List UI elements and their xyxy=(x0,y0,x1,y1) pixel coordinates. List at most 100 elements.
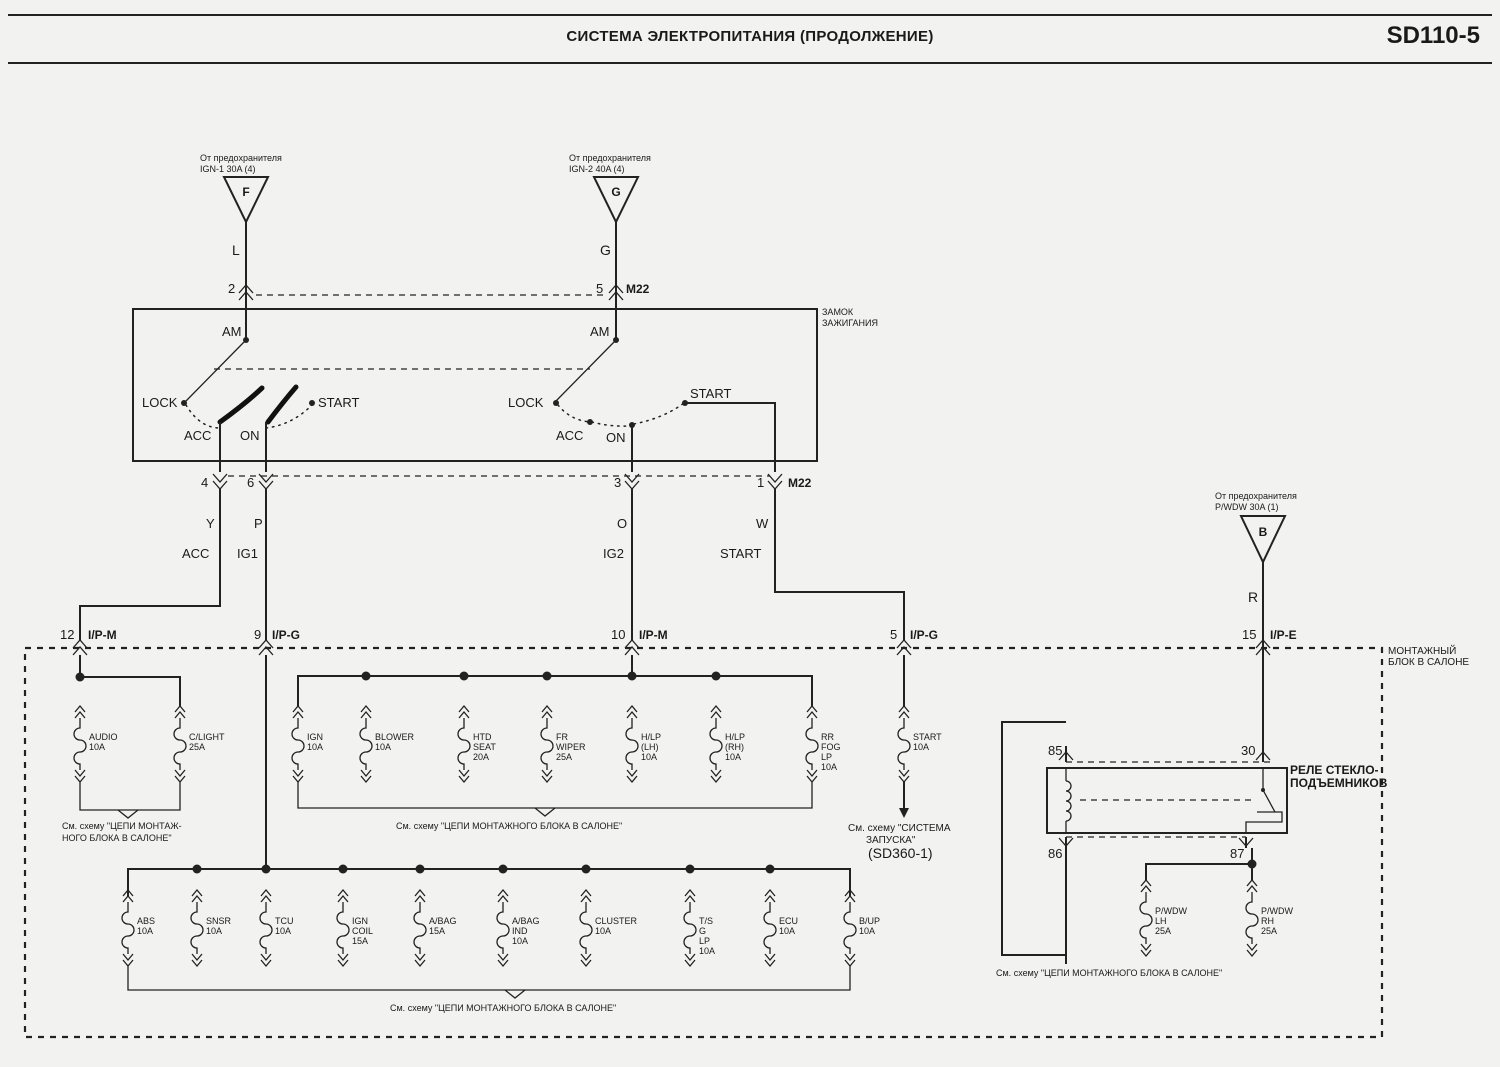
splice-dot xyxy=(627,671,637,681)
splice-dot xyxy=(765,864,775,874)
source-f-triangle xyxy=(222,176,270,225)
fuse-rating: 10A xyxy=(137,926,153,936)
ignition-switch-name-2: ЗАЖИГАНИЯ xyxy=(822,318,878,328)
fuse-name: IND xyxy=(512,926,528,936)
fuse-rating: 10A xyxy=(307,742,323,752)
fuse-name: HTD xyxy=(473,732,492,742)
fuse-rating: 25A xyxy=(556,752,572,762)
fuse-name: IGN xyxy=(352,916,368,926)
jb-conn-ipg-1: I/P-G xyxy=(272,628,300,642)
fuse-name: RH xyxy=(1261,916,1274,926)
splice-dot xyxy=(192,864,202,874)
junction-block-name-1: МОНТАЖНЫЙ xyxy=(1388,644,1456,657)
splice-dot xyxy=(711,671,721,681)
fuse-name: B/UP xyxy=(859,916,880,926)
fuse-name: RR xyxy=(821,732,834,742)
fuse-name: (RH) xyxy=(725,742,744,752)
jb-conn-ipm-2: I/P-M xyxy=(639,628,668,642)
fuse-rating: 10A xyxy=(821,762,837,772)
fuse-name: SNSR xyxy=(206,916,232,926)
fuse-rating: 25A xyxy=(1155,926,1171,936)
diagram-code: SD110-5 xyxy=(1386,22,1480,49)
splice-dot xyxy=(685,864,695,874)
fuse-name: SEAT xyxy=(473,742,496,752)
connector-m22-bottom-label: M22 xyxy=(788,476,812,490)
jb-pin-10: 10 xyxy=(611,627,625,642)
source-b-triangle xyxy=(1239,515,1287,565)
fuse-rating: 10A xyxy=(512,936,528,946)
source-g-caption: От предохранителя xyxy=(569,153,651,163)
note-ig2: См. схему "ЦЕПИ МОНТАЖНОГО БЛОКА В САЛОН… xyxy=(396,821,622,831)
source-b-caption: От предохранителя xyxy=(1215,491,1297,501)
power-window-relay: 85 30 86 87 РЕЛЕ СТЕКЛО- ПОДЪЕМНИКОВ xyxy=(1001,721,1388,964)
fuse: H/LP(RH)10A xyxy=(709,704,745,784)
fuse-name: BLOWER xyxy=(375,732,415,742)
circuit-ig2-label: IG2 xyxy=(603,546,624,561)
note-ig1: См. схему "ЦЕПИ МОНТАЖНОГО БЛОКА В САЛОН… xyxy=(390,1003,616,1013)
pin-6-label: 6 xyxy=(247,475,254,490)
fuse-name: TCU xyxy=(275,916,294,926)
fuse-rating: 25A xyxy=(189,742,205,752)
left-start-label: START xyxy=(318,395,359,410)
fuse-rating: 10A xyxy=(725,752,741,762)
fuse-rating: 20A xyxy=(473,752,489,762)
right-lock-label: LOCK xyxy=(508,395,544,410)
left-am-label: AM xyxy=(222,324,242,339)
jb-conn-ipe: I/P-E xyxy=(1270,628,1297,642)
junction-block-border xyxy=(23,646,1384,1039)
fuse-rating: 10A xyxy=(595,926,611,936)
fuse-rating: 15A xyxy=(352,936,368,946)
pin-1-label: 1 xyxy=(757,475,764,490)
note-acc-line2: НОГО БЛОКА В САЛОНЕ" xyxy=(62,833,172,843)
fuse-name: FOG xyxy=(821,742,841,752)
connector-m22-bottom: 4 6 3 1 M22 xyxy=(201,473,812,490)
fuse-rating: 10A xyxy=(641,752,657,762)
fuse-name: H/LP xyxy=(725,732,745,742)
fuse-name: P/WDW xyxy=(1261,906,1293,916)
fuse-name: A/BAG xyxy=(429,916,457,926)
wire-color-p: P xyxy=(254,516,263,531)
fuse-name: ECU xyxy=(779,916,798,926)
fuse-rating: 10A xyxy=(699,946,715,956)
fuse-group-ig2: IGN10ABLOWER10AHTDSEAT20AFRWIPER25AH/LP(… xyxy=(291,704,841,784)
splice-dot xyxy=(338,864,348,874)
left-on-label: ON xyxy=(240,428,260,443)
fuse-rating: 25A xyxy=(1261,926,1277,936)
fuse-name: P/WDW xyxy=(1155,906,1187,916)
splice-dot xyxy=(542,671,552,681)
connector-m22-top: 2 5 M22 xyxy=(228,281,650,301)
splice-dot xyxy=(261,864,271,874)
ignition-switch-box xyxy=(132,308,818,462)
pin-2-label: 2 xyxy=(228,281,235,296)
fuse-name: COIL xyxy=(352,926,373,936)
fuse-name: FR xyxy=(556,732,568,742)
wire-color-g: G xyxy=(600,242,611,258)
fuse-name: LP xyxy=(699,936,710,946)
right-acc-label: ACC xyxy=(556,428,583,443)
page-title: СИСТЕМА ЭЛЕКТРОПИТАНИЯ (ПРОДОЛЖЕНИЕ) xyxy=(566,28,934,45)
right-start-label: START xyxy=(690,386,731,401)
source-b-fuse: P/WDW 30A (1) xyxy=(1215,502,1279,512)
note-start-line1: См. схему "СИСТЕМА xyxy=(848,823,951,834)
relay-name-1: РЕЛЕ СТЕКЛО- xyxy=(1290,763,1379,777)
source-b: От предохранителя P/WDW 30A (1) B R xyxy=(1215,491,1297,605)
jb-pin-5: 5 xyxy=(890,627,897,642)
fuse-name: CLUSTER xyxy=(595,916,638,926)
pin-4-label: 4 xyxy=(201,475,208,490)
splice-dot xyxy=(581,864,591,874)
note-pwdw: См. схему "ЦЕПИ МОНТАЖНОГО БЛОКА В САЛОН… xyxy=(996,968,1222,978)
note-start-ref: (SD360-1) xyxy=(868,845,933,861)
circuit-acc-label: ACC xyxy=(182,546,209,561)
